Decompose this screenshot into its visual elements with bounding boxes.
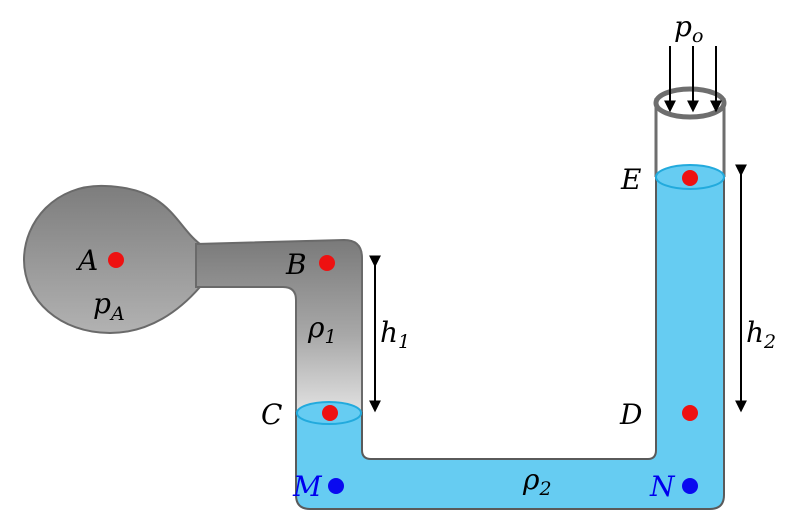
point-e [682, 170, 698, 186]
point-c [322, 405, 338, 421]
point-n [682, 478, 698, 494]
tube-opening [653, 86, 727, 120]
gas-tube [195, 238, 363, 414]
label-m: M [292, 470, 323, 503]
label-d: D [619, 398, 642, 431]
label-c: C [261, 398, 282, 431]
label-n: N [649, 470, 676, 503]
label-h1: h1 [380, 316, 410, 353]
label-pressure-a: pA [93, 287, 125, 325]
label-b: B [285, 248, 307, 281]
label-a: A [75, 244, 98, 277]
label-atmospheric-pressure: po [674, 10, 703, 47]
point-a [108, 252, 124, 268]
label-rho2: ρ2 [522, 463, 552, 500]
point-m [328, 478, 344, 494]
point-d [682, 405, 698, 421]
label-h2: h2 [746, 316, 776, 353]
label-e: E [620, 163, 641, 196]
label-rho1: ρ1 [307, 311, 337, 348]
point-b [319, 255, 335, 271]
